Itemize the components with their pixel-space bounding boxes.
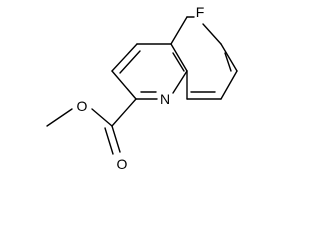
bond-c2-c3 (111, 70, 137, 100)
atom-labels: F N O O (77, 4, 205, 172)
bond-c6-c7-inner (224, 52, 232, 72)
bond-c4a-c8a-outer (170, 43, 188, 72)
ester-ether-oxygen-label: O (77, 98, 88, 114)
bond-c8a-n1 (172, 70, 188, 94)
bonds (46, 16, 238, 155)
bond-c2-carbonyl (111, 98, 137, 127)
bond-c4a-c8a-inner (172, 52, 185, 72)
bond-c7-c8 (220, 70, 238, 100)
fluorine-label: F (196, 4, 205, 20)
chemical-structure-diagram: F N O O (46, 4, 238, 172)
bond-c3-c4-outer (111, 43, 138, 72)
ester-carbonyl-oxygen-label: O (117, 156, 128, 172)
ring-nitrogen-label: N (160, 91, 170, 107)
structure-svg: F N O O (46, 4, 238, 172)
bond-carbonyl-o-double-b (104, 127, 114, 155)
bond-c3-c4-inner (119, 50, 141, 74)
bond-carbonyl-o-ether (91, 108, 113, 127)
bond-c4a-c5 (170, 16, 188, 45)
bond-carbonyl-o-double-a (111, 125, 121, 153)
bond-o-methyl (46, 108, 73, 127)
bond-c6-c7-outer (220, 43, 238, 72)
bond-c5-c6-real (202, 23, 222, 45)
